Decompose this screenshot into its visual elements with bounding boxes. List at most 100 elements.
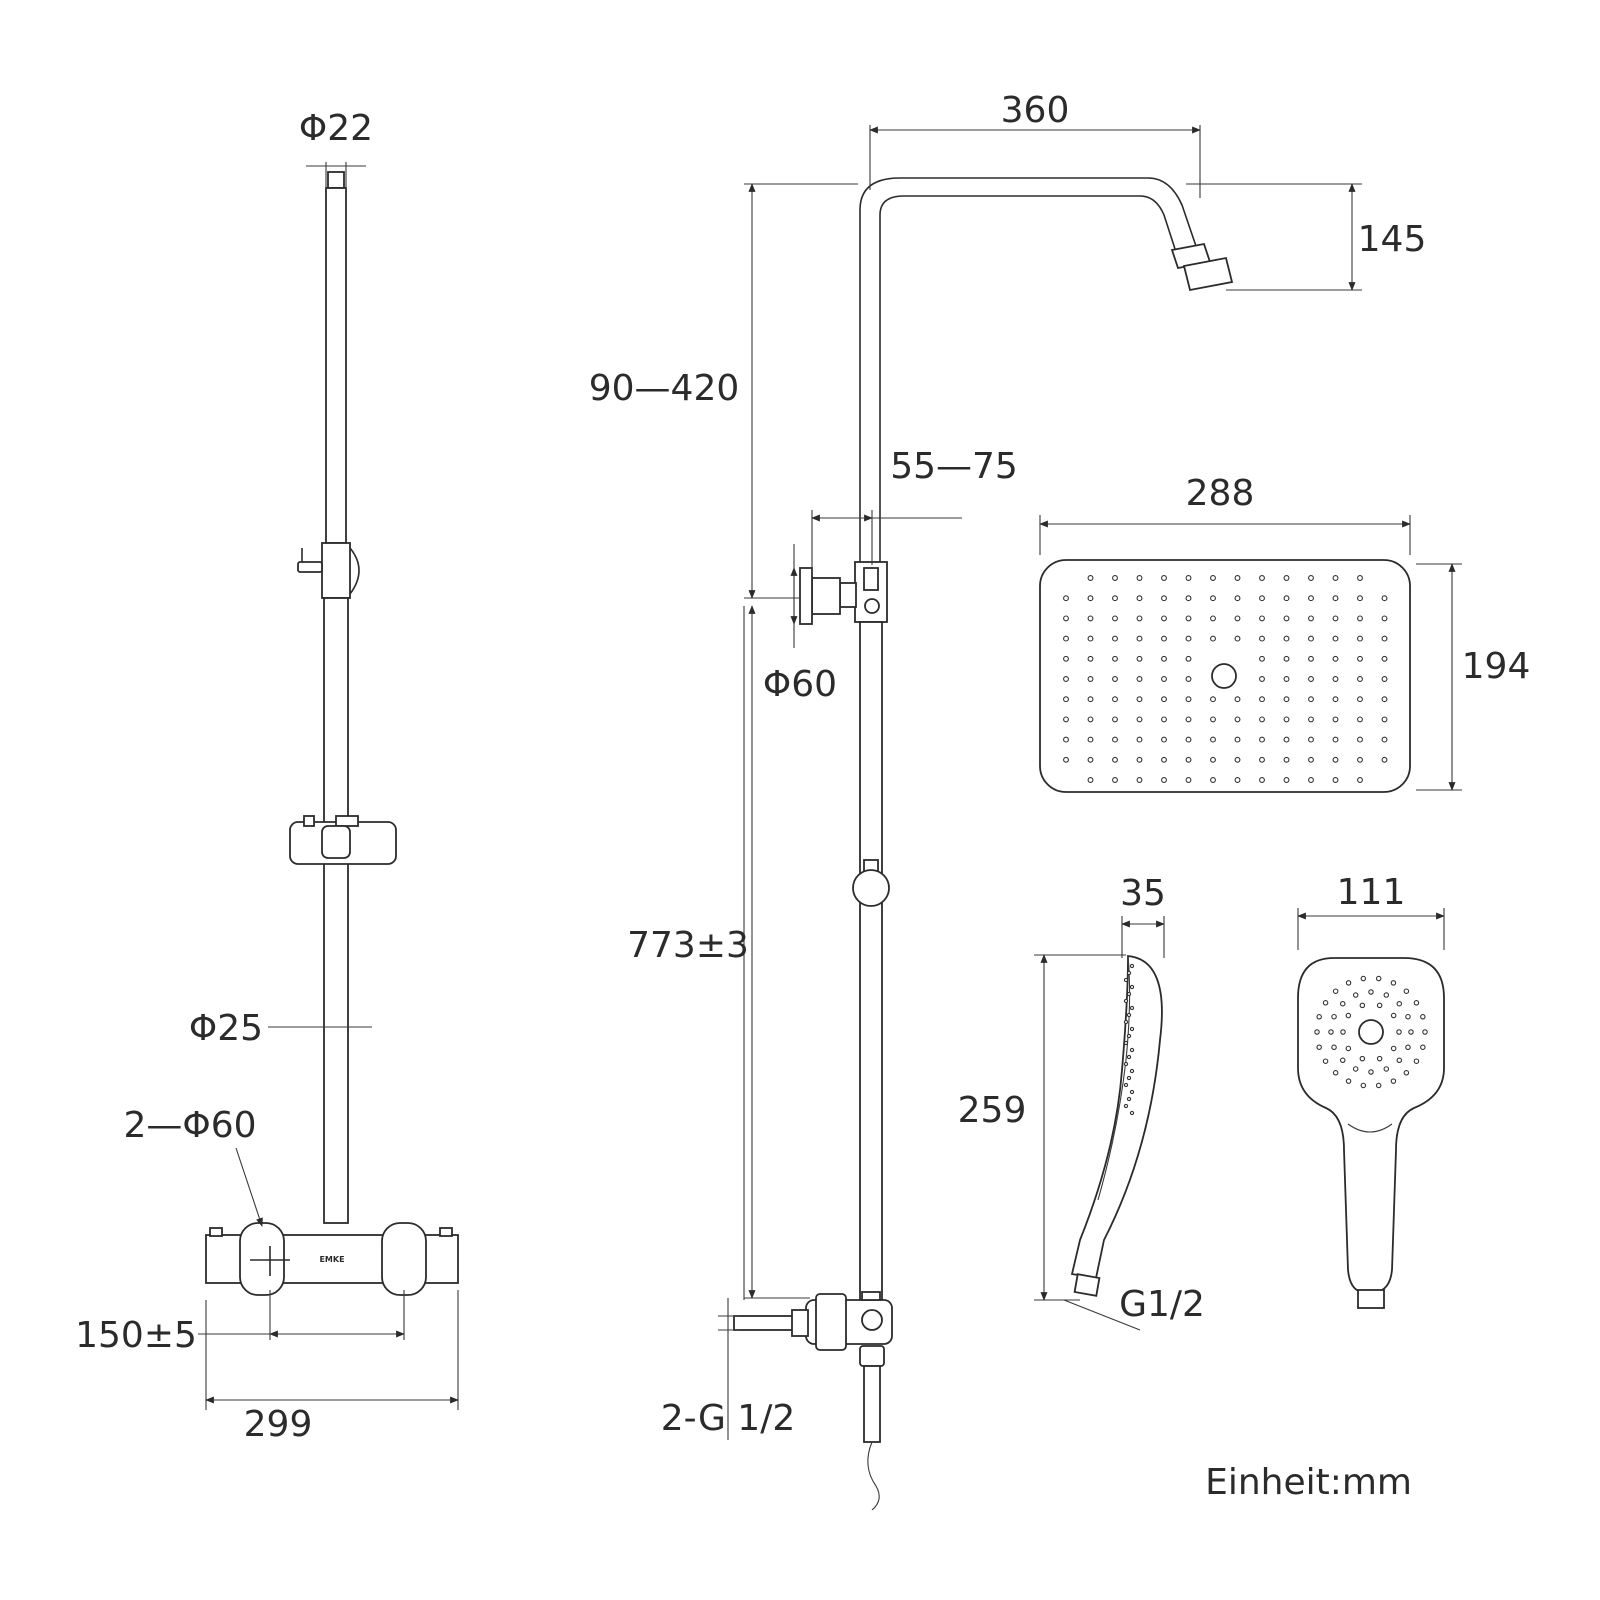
- plate-nozzle: [1136, 696, 1143, 703]
- plate-nozzle: [1185, 736, 1192, 743]
- plate-nozzle: [1063, 756, 1069, 763]
- side-nozzle: [1126, 1075, 1132, 1081]
- plate-nozzle: [1161, 777, 1167, 783]
- plate-nozzle: [1308, 615, 1314, 622]
- plate-nozzle: [1234, 615, 1241, 622]
- plate-nozzle: [1357, 777, 1363, 783]
- side-nozzles: [1123, 963, 1135, 1116]
- hand-nozzle: [1368, 989, 1374, 995]
- side-nozzle: [1123, 1082, 1129, 1088]
- hand-nozzle: [1413, 1000, 1420, 1006]
- hand-nozzle: [1396, 1000, 1403, 1007]
- side-nozzle: [1123, 998, 1129, 1004]
- plate-nozzle: [1332, 777, 1339, 783]
- hand-nozzle: [1316, 1044, 1322, 1050]
- plate-nozzle: [1087, 777, 1094, 783]
- hand-nozzle: [1375, 1082, 1382, 1089]
- plate-nozzle: [1136, 716, 1143, 723]
- side-nozzle: [1126, 1033, 1132, 1039]
- plate-nozzle: [1308, 696, 1314, 703]
- hand-nozzle: [1352, 992, 1359, 998]
- hand-thread-label: G1/2: [1119, 1284, 1205, 1325]
- head-depth-label: 194: [1462, 646, 1531, 687]
- hand-thickness-label: 35: [1120, 873, 1166, 914]
- hand-nozzle: [1339, 1057, 1346, 1064]
- hand-shower-front-body: [1297, 957, 1445, 1293]
- hand-nozzle: [1322, 1000, 1329, 1006]
- bracket-diameter-label: Φ60: [763, 664, 837, 705]
- unit-note: Einheit:mm: [1205, 1462, 1412, 1503]
- plate-nozzle: [1136, 756, 1143, 763]
- brand-mark: EMKE: [319, 1255, 344, 1264]
- plate-nozzle: [1112, 615, 1118, 622]
- plate-nozzle: [1161, 635, 1167, 642]
- plate-nozzle: [1332, 595, 1339, 602]
- side-nozzle: [1129, 1068, 1135, 1074]
- plate-nozzle: [1161, 615, 1167, 622]
- plate-nozzle: [1136, 615, 1143, 622]
- side-nozzle: [1126, 970, 1132, 976]
- plate-nozzle: [1234, 736, 1241, 743]
- hand-nozzle: [1420, 1044, 1426, 1050]
- side-nozzle: [1129, 1047, 1135, 1053]
- plate-nozzle: [1185, 676, 1192, 682]
- overhead-nozzle: [1182, 256, 1234, 292]
- plate-nozzle: [1283, 635, 1290, 642]
- plate-nozzle: [1259, 736, 1265, 743]
- wall-offset-label: 55—75: [890, 446, 1018, 487]
- plate-nozzle: [1136, 595, 1143, 602]
- hand-nozzle: [1345, 1012, 1352, 1019]
- side-nozzle: [1123, 977, 1129, 983]
- lower-pipe: [859, 621, 883, 1303]
- plate-nozzle: [1112, 716, 1118, 723]
- hand-nozzle: [1316, 1014, 1322, 1020]
- diverter-knob: [852, 869, 890, 907]
- hand-nozzle: [1403, 988, 1410, 994]
- plate-nozzle: [1308, 777, 1314, 783]
- plate-nozzle: [1112, 756, 1118, 763]
- plate-nozzle: [1112, 655, 1118, 662]
- plate-nozzle: [1234, 696, 1241, 703]
- plate-nozzle: [1381, 635, 1388, 642]
- plate-nozzle: [1259, 615, 1265, 622]
- plate-nozzle: [1332, 716, 1339, 723]
- plate-nozzle: [1063, 696, 1069, 703]
- hand-nozzle: [1331, 1013, 1337, 1020]
- plate-nozzle: [1283, 575, 1290, 581]
- plate-nozzle: [1112, 635, 1118, 642]
- plate-nozzle: [1283, 777, 1290, 783]
- plate-nozzle: [1357, 756, 1363, 763]
- side-view: 360 145 90—420 55—75 Φ60 773±3 2-G 1/2: [589, 90, 1426, 1511]
- plate-nozzle: [1185, 595, 1192, 602]
- hand-nozzle: [1405, 1044, 1411, 1051]
- plate-nozzle: [1381, 676, 1388, 682]
- hand-nozzle: [1328, 1029, 1334, 1035]
- hand-nozzle: [1368, 1069, 1374, 1075]
- plate-nozzle: [1210, 575, 1216, 581]
- plate-nozzle: [1136, 676, 1143, 682]
- plate-nozzle: [1381, 736, 1388, 743]
- plate-nozzle: [1381, 756, 1388, 763]
- hand-nozzle: [1403, 1070, 1410, 1076]
- mixer-knob-right: [381, 1222, 427, 1296]
- hand-nozzle: [1332, 1070, 1339, 1076]
- hand-nozzle: [1422, 1029, 1428, 1035]
- plate-nozzle: [1161, 696, 1167, 703]
- plate-nozzle: [1161, 756, 1167, 763]
- hand-nozzle: [1390, 1078, 1397, 1084]
- plate-nozzle: [1259, 777, 1265, 783]
- hand-nozzle: [1359, 1055, 1366, 1062]
- plate-nozzle: [1234, 756, 1241, 763]
- plate-nozzle: [1234, 635, 1241, 642]
- plate-center: [1211, 663, 1237, 689]
- plate-nozzle: [1112, 676, 1118, 682]
- front-nozzles: [1314, 975, 1428, 1089]
- overhead-shower-plate: 288 194: [1039, 473, 1531, 793]
- hand-nozzle: [1340, 1029, 1346, 1035]
- hand-thread-front: [1357, 1289, 1385, 1309]
- plate-nozzle: [1063, 736, 1069, 743]
- plate-nozzle: [1210, 595, 1216, 602]
- plate-nozzle: [1283, 716, 1290, 723]
- hand-nozzle: [1376, 1002, 1383, 1009]
- side-nozzle: [1123, 1019, 1129, 1025]
